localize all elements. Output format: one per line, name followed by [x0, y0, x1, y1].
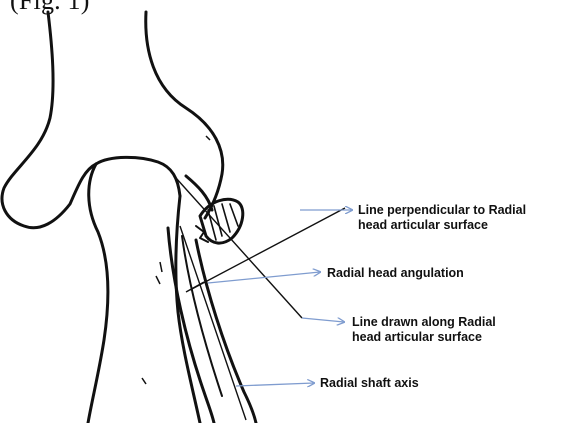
ulna-left-edge	[88, 164, 108, 423]
label-perpendicular-line-1: Line perpendicular to Radial	[358, 203, 526, 218]
label-perpendicular-line: Line perpendicular to Radial head articu…	[358, 203, 526, 233]
ulna-outline	[88, 164, 200, 423]
shaft-axis-line	[180, 226, 246, 420]
humerus-outline	[2, 12, 223, 228]
label-along-line-2: head articular surface	[352, 330, 496, 345]
label-along-line: Line drawn along Radial head articular s…	[352, 315, 496, 345]
articular-surface-line	[176, 178, 302, 318]
radius-outline	[168, 199, 256, 423]
arrow-angulation	[208, 272, 320, 283]
label-perpendicular-line-2: head articular surface	[358, 218, 526, 233]
capitellum-outline	[96, 157, 180, 196]
humerus-left-edge	[2, 12, 96, 228]
label-radial-shaft-axis: Radial shaft axis	[320, 376, 419, 391]
label-along-line-1: Line drawn along Radial	[352, 315, 496, 330]
label-radial-head-angulation: Radial head angulation	[327, 266, 464, 281]
arrow-along	[302, 318, 344, 322]
arrow-shaft	[236, 383, 314, 386]
